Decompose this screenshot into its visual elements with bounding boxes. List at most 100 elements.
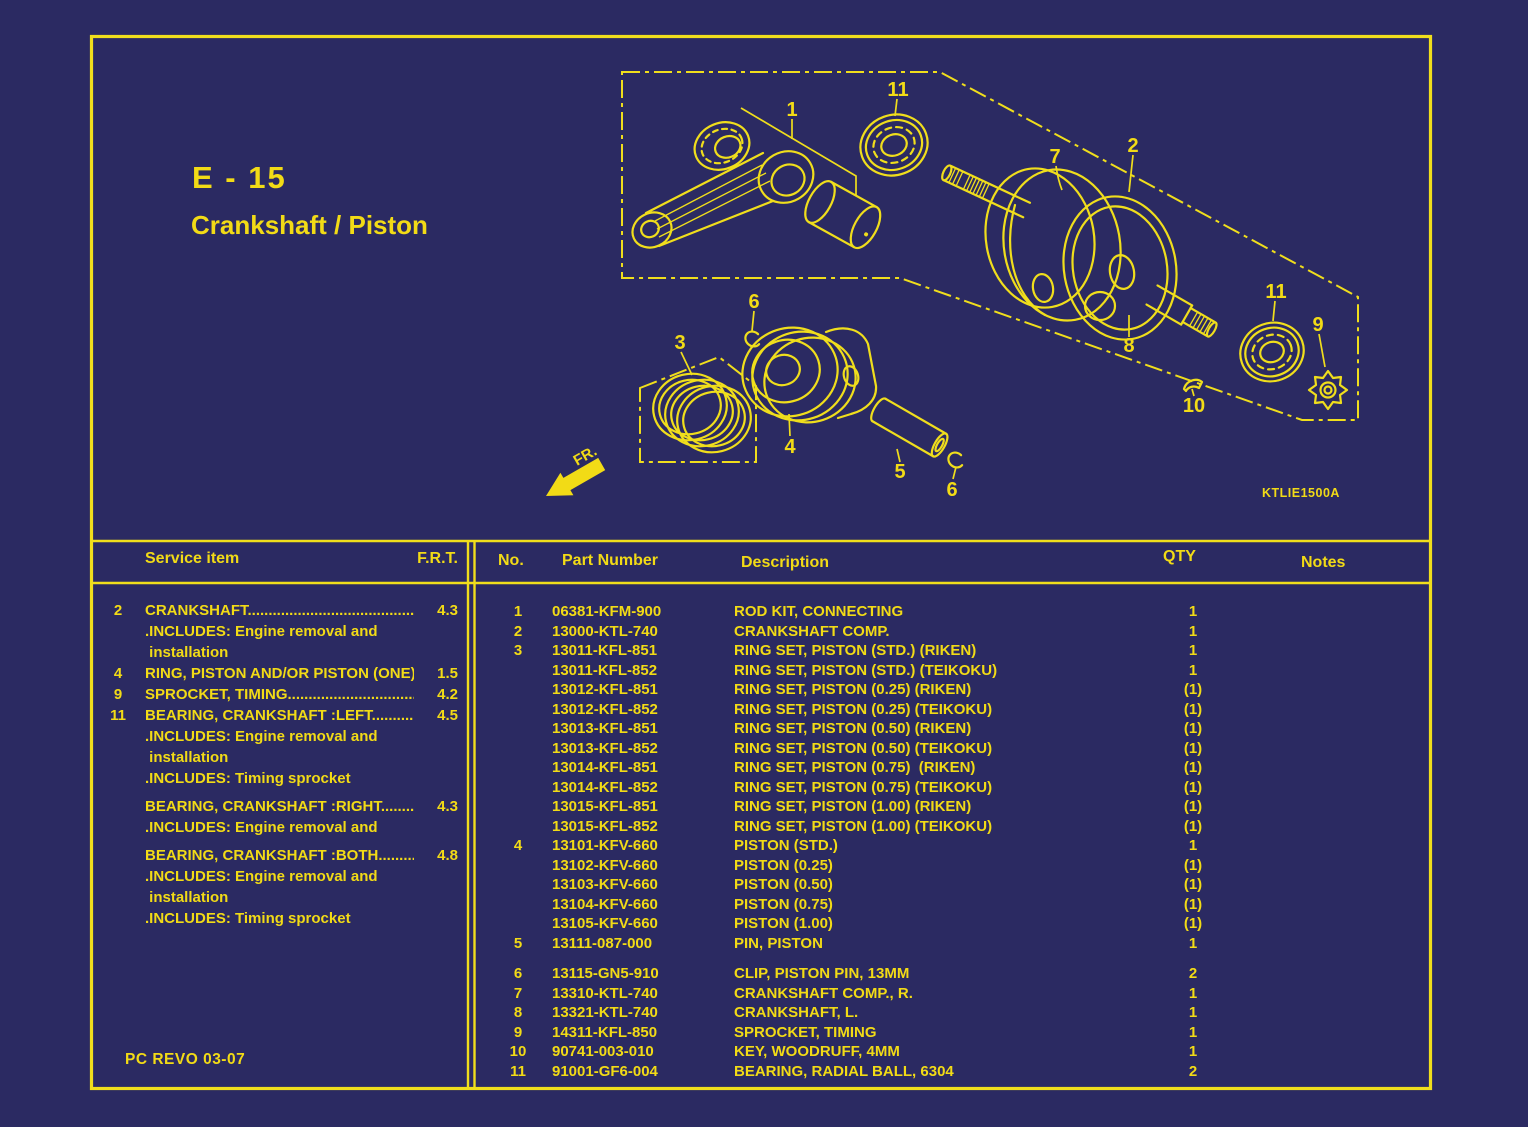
parts-row-qty: 1 xyxy=(1188,1043,1198,1060)
service-row-item xyxy=(140,838,414,845)
service-row-frt: 4.2 xyxy=(437,686,458,703)
service-row-item: RING, PISTON AND/OR PISTON (ONE) xyxy=(145,665,414,682)
parts-row-description: RING SET, PISTON (0.50) (TEIKOKU) xyxy=(734,739,993,757)
parts-row-qty: 1 xyxy=(1188,661,1198,679)
crankshaft-left-shaft xyxy=(941,164,1032,219)
parts-row-ref-no: 4 xyxy=(513,837,523,854)
service-row-item: .INCLUDES: Engine removal and xyxy=(145,868,378,885)
parts-row-part-number: 13104-KFV-660 xyxy=(552,895,658,913)
service-row: .INCLUDES: Timing sprocket xyxy=(96,768,464,789)
crankshaft-assembly xyxy=(941,164,1218,341)
parts-row-ref-no: 8 xyxy=(513,1004,523,1021)
service-row-item: BEARING, CRANKSHAFT :LEFT........... xyxy=(145,707,414,724)
service-row-frt: 4.5 xyxy=(437,707,458,724)
parts-row-part-number: 13011-KFL-851 xyxy=(552,642,658,659)
parts-row: 5 13111-087-000 PIN, PISTON 1 xyxy=(480,934,1430,954)
service-row-ref-no xyxy=(96,726,140,747)
piston-pin-clip-bottom xyxy=(947,451,965,469)
parts-row-ref-no: 7 xyxy=(513,984,523,1002)
service-row-frt xyxy=(414,747,464,768)
service-row: installation xyxy=(96,747,464,768)
service-row-ref-no xyxy=(96,908,140,929)
parts-row-description: RING SET, PISTON (1.00) (TEIKOKU) xyxy=(734,817,993,835)
service-row-ref-no xyxy=(96,845,140,866)
service-row-ref-no xyxy=(96,838,140,845)
parts-row: 11 91001-GF6-004 BEARING, RADIAL BALL, 6… xyxy=(480,1062,1430,1082)
parts-row-description: PISTON (STD.) xyxy=(734,837,838,854)
diagram-code: KTLIE1500A xyxy=(1262,486,1340,500)
service-row-frt: 4.3 xyxy=(437,602,458,619)
service-row: .INCLUDES: Engine removal and xyxy=(96,866,464,887)
front-direction-arrow: FR. xyxy=(546,443,606,496)
service-row-item: .INCLUDES: Timing sprocket xyxy=(145,770,351,787)
parts-row-ref-no: 2 xyxy=(513,622,523,640)
service-table-header-frt: F.R.T. xyxy=(417,550,458,567)
service-row-frt xyxy=(414,817,464,838)
service-row-item: SPROCKET, TIMING........................… xyxy=(145,686,414,703)
service-row-ref-no xyxy=(96,747,140,768)
needle-bearing xyxy=(693,121,751,171)
parts-row-part-number: 13013-KFL-851 xyxy=(552,720,658,737)
service-row-item: BEARING, CRANKSHAFT :RIGHT......... xyxy=(145,798,414,815)
service-row-item: .INCLUDES: Engine removal and xyxy=(145,819,378,836)
callout-label: 11 xyxy=(1265,281,1286,303)
parts-row-part-number: 13012-KFL-852 xyxy=(552,700,658,718)
parts-row-qty: 2 xyxy=(1188,1062,1198,1080)
parts-row: 13104-KFV-660 PISTON (0.75) (1) xyxy=(480,895,1430,915)
parts-row-qty: 1 xyxy=(1188,1023,1198,1041)
parts-row-description: CRANKSHAFT, L. xyxy=(734,1004,859,1021)
parts-row-description: RING SET, PISTON (STD.) (TEIKOKU) xyxy=(734,661,998,679)
parts-row-qty xyxy=(1134,953,1252,964)
parts-row-ref-no: 1 xyxy=(513,603,523,620)
parts-row-description: PISTON (0.50) xyxy=(734,876,833,893)
callout-label: 7 xyxy=(1049,146,1060,168)
parts-row: 13014-KFL-852 RING SET, PISTON (0.75) (T… xyxy=(480,778,1430,798)
parts-row-qty: (1) xyxy=(1183,895,1203,913)
parts-row-description: CRANKSHAFT COMP. xyxy=(734,622,890,640)
page-frame xyxy=(89,34,1433,1091)
timing-sprocket xyxy=(1307,369,1349,411)
parts-row-description: RING SET, PISTON (1.00) (RIKEN) xyxy=(734,798,972,815)
parts-row-part-number: 13011-KFL-852 xyxy=(552,661,658,679)
parts-row: 13012-KFL-851 RING SET, PISTON (0.25) (R… xyxy=(480,680,1430,700)
parts-row-qty: (1) xyxy=(1183,798,1203,815)
parts-row-qty: (1) xyxy=(1183,700,1203,718)
parts-row: 2 13000-KTL-740 CRANKSHAFT COMP. 1 xyxy=(480,622,1430,642)
ball-bearing-right xyxy=(1239,321,1305,383)
service-row-ref-no xyxy=(96,789,140,796)
service-row-frt xyxy=(414,642,464,663)
service-row-frt xyxy=(414,887,464,908)
parts-row-ref-no xyxy=(498,661,538,681)
service-row xyxy=(96,789,464,796)
callout-label: 6 xyxy=(748,291,759,313)
parts-row-description: SPROCKET, TIMING xyxy=(734,1023,877,1041)
service-row-item: installation xyxy=(145,749,229,766)
crankshaft-right-shaft xyxy=(1145,284,1218,338)
parts-row-qty: (1) xyxy=(1183,778,1203,796)
parts-row-part-number: 13012-KFL-851 xyxy=(552,681,658,698)
parts-row-ref-no xyxy=(498,817,538,837)
parts-row-qty: (1) xyxy=(1183,915,1203,932)
parts-row-ref-no: 3 xyxy=(513,642,523,659)
service-row-ref-no xyxy=(96,866,140,887)
service-row: installation xyxy=(96,887,464,908)
page-code: E - 15 xyxy=(192,160,287,195)
parts-row-qty: 1 xyxy=(1188,603,1198,620)
service-row-ref-no xyxy=(96,887,140,908)
parts-row: 8 13321-KTL-740 CRANKSHAFT, L. 1 xyxy=(480,1003,1430,1023)
parts-row: 10 90741-003-010 KEY, WOODRUFF, 4MM 1 xyxy=(480,1042,1430,1062)
parts-table-header-no: No. xyxy=(498,552,524,569)
service-row-ref-no xyxy=(96,621,140,642)
parts-row-description: PIN, PISTON xyxy=(734,934,823,952)
parts-row-ref-no: 11 xyxy=(510,1062,526,1080)
parts-row-ref-no xyxy=(498,895,538,915)
parts-row-description: ROD KIT, CONNECTING xyxy=(734,603,904,620)
parts-row: 13012-KFL-852 RING SET, PISTON (0.25) (T… xyxy=(480,700,1430,720)
parts-row-part-number: 13103-KFV-660 xyxy=(552,876,658,893)
parts-row-part-number: 91001-GF6-004 xyxy=(552,1062,658,1080)
service-row: 2 CRANKSHAFT............................… xyxy=(96,600,464,621)
parts-row-description xyxy=(734,953,1134,964)
rod-kit-boundary xyxy=(621,71,1359,421)
